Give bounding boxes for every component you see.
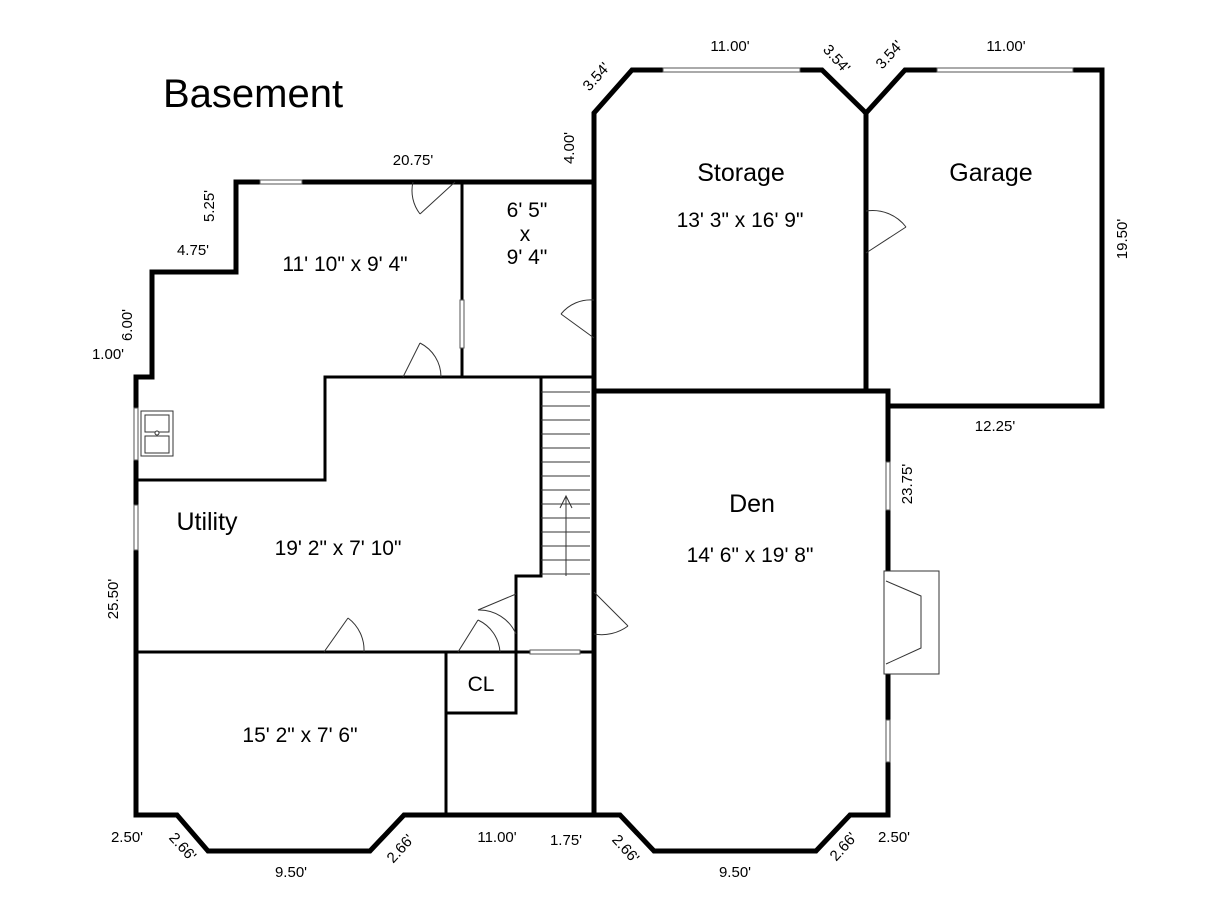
door-upper-room (402, 342, 442, 378)
dim-small-room-wall: 4.00' (561, 132, 578, 164)
dim-garage-right: 19.50' (1114, 219, 1131, 260)
wall-upper-room-bottom (136, 375, 594, 482)
storage-size: 13' 3" x 16' 9" (677, 209, 804, 232)
door-upper-top (411, 181, 456, 215)
dim-top-storage: 11.00' (710, 38, 749, 55)
dim-upper-step-h: 4.75' (177, 242, 209, 259)
plan-title: Basement (163, 72, 343, 116)
lower-room-size: 15' 2" x 7' 6" (242, 724, 357, 747)
wall-closet (444, 652, 518, 715)
exterior-wall-southwest-bay (133, 812, 597, 854)
dim-den-right: 23.75' (899, 464, 916, 505)
dim-bottom-middle: 11.00' (477, 829, 516, 846)
door-den (593, 591, 629, 636)
dim-bottom-left-corner: 2.50' (111, 829, 143, 846)
staircase (541, 391, 590, 576)
upper-room-size: 11' 10" x 9' 4" (282, 253, 407, 276)
sink-icon (140, 410, 174, 457)
exterior-wall-southeast-bay (591, 388, 891, 854)
dim-bottom-right-corner: 2.50' (878, 829, 910, 846)
dim-left-step: 1.00' (92, 346, 124, 363)
dim-bottom-step: 1.75' (550, 832, 582, 849)
fireplace-icon (883, 570, 940, 675)
dim-top-garage: 11.00' (986, 38, 1025, 55)
dim-garage-angle: 3.54' (873, 37, 907, 72)
door-small-room (560, 299, 595, 339)
window-left-lower (133, 504, 139, 551)
dim-bottom-right-base: 9.50' (719, 864, 751, 881)
door-closet (457, 619, 501, 653)
dim-upper-top: 20.75' (393, 152, 434, 169)
small-room-size-line2: 9' 4" (507, 246, 548, 269)
garage-name: Garage (949, 159, 1032, 187)
door-storage-garage (865, 210, 907, 254)
window-garage-top (936, 67, 1074, 73)
utility-name: Utility (176, 508, 238, 536)
den-size: 14' 6" x 19' 8" (687, 544, 814, 567)
window-den-right-lower (885, 719, 891, 763)
closet-name: CL (468, 673, 495, 696)
small-room-size-line1: 6' 5" (507, 199, 548, 222)
window-upper-top (259, 179, 303, 185)
small-room-size-x: x (520, 223, 531, 246)
window-utility-left (133, 407, 139, 461)
opening-lower-hall (529, 649, 581, 655)
storage-name: Storage (697, 159, 785, 187)
dim-storage-angle-left: 3.54' (580, 59, 614, 94)
dim-upper-step: 5.25' (201, 190, 218, 222)
dim-bottom-left-base: 9.50' (275, 864, 307, 881)
den-name: Den (729, 490, 775, 518)
dim-left-main: 25.50' (105, 579, 122, 620)
window-storage-top (662, 67, 801, 73)
dim-bottom-left-angle2: 2.66' (384, 831, 418, 866)
exterior-wall-northwest (133, 179, 463, 818)
door-stair-hall (477, 593, 517, 635)
utility-size: 19' 2" x 7' 10" (275, 537, 402, 560)
opening-small-room (459, 299, 465, 349)
wall-stair-left (514, 377, 543, 652)
dim-garage-bottom: 12.25' (975, 418, 1016, 435)
door-utility-lower (323, 617, 365, 653)
dim-left-upper: 6.00' (119, 309, 136, 341)
window-den-right-upper (885, 461, 891, 511)
exterior-wall-garage (862, 67, 1105, 409)
